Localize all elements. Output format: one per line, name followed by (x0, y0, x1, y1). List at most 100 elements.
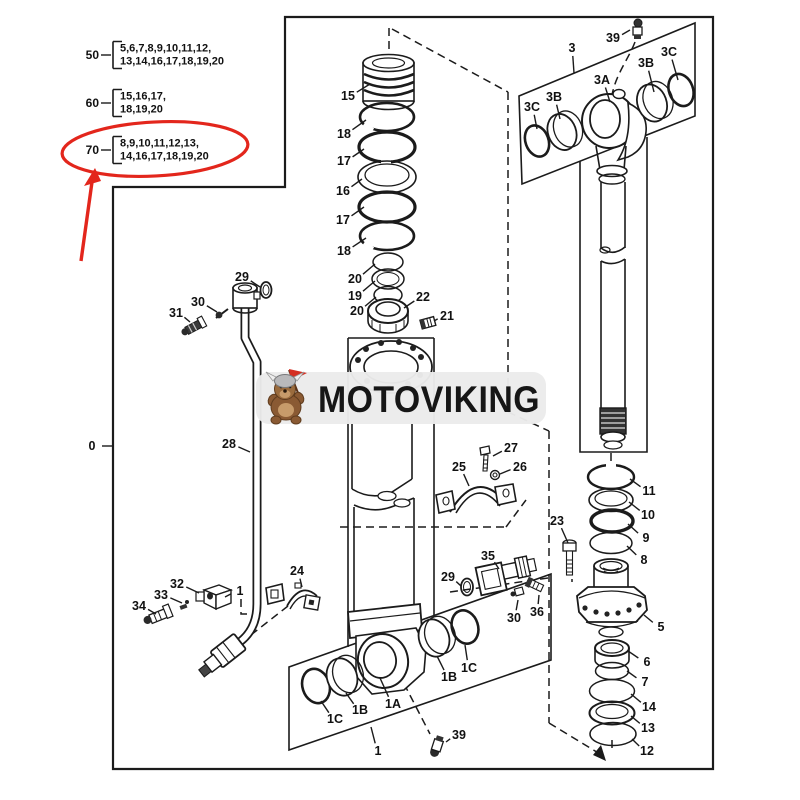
part-label-17: 17 (336, 213, 350, 227)
part-label-0: 0 (89, 439, 96, 453)
leader-line-8 (626, 545, 637, 556)
part-label-34: 34 (132, 599, 146, 613)
grease-fitting-31 (181, 315, 208, 336)
bushing-6 (594, 639, 630, 669)
seal-ring-17b (357, 190, 417, 224)
legend-row-60-line2: 18,19,20 (120, 104, 163, 116)
watermark-text: MOTOVIKING (318, 379, 540, 420)
ring-12 (589, 721, 637, 747)
leader-line-23 (560, 527, 569, 544)
part-label-1: 1 (237, 584, 244, 598)
leader-line-17 (351, 206, 365, 217)
part-label-5: 5 (658, 620, 665, 634)
leader-line-1 (370, 726, 376, 744)
part-label-20: 20 (348, 272, 362, 286)
part-label-3B: 3B (546, 90, 562, 104)
leader-line-20 (362, 263, 376, 275)
leader-line-13 (630, 715, 641, 724)
leader-line-21 (433, 318, 439, 322)
part-label-36: 36 (530, 605, 544, 619)
leader-line-17 (352, 148, 365, 158)
bushing-3b-left (546, 113, 578, 151)
leader-line-35 (493, 561, 500, 570)
highlight-arrow-head (84, 168, 101, 186)
clevis-rings (300, 609, 480, 705)
part-label-24: 24 (290, 564, 304, 578)
part-label-25: 25 (452, 460, 466, 474)
seal-ring-17a (357, 130, 417, 164)
part-label-7: 7 (642, 675, 649, 689)
piston-and-seal-stack (357, 53, 437, 334)
part-label-17: 17 (337, 154, 351, 168)
clamp-24-plate (265, 583, 285, 605)
part-label-33: 33 (154, 588, 168, 602)
part-label-26: 26 (513, 460, 527, 474)
watermark: MOTOVIKING (256, 369, 546, 425)
bolt-27 (479, 445, 491, 472)
leader-line-3 (572, 55, 575, 74)
leader-line-32 (185, 586, 200, 594)
ring-11 (586, 463, 636, 491)
leader-line-30 (206, 305, 218, 313)
part-label-1B: 1B (352, 703, 368, 717)
leader-line-1C (464, 644, 468, 661)
snap-ring-3c-right (667, 72, 695, 108)
legend-bracket (112, 135, 122, 165)
leader-line-5 (643, 614, 654, 623)
leader-line-12 (631, 738, 640, 747)
gland-and-seals-column (562, 463, 648, 747)
part-label-10: 10 (641, 508, 655, 522)
leader-line-3C (533, 114, 538, 130)
set-screw-21 (419, 315, 437, 330)
leader-line-3B (647, 70, 655, 93)
part-label-32: 32 (170, 577, 184, 591)
o-ring-29-top (259, 281, 273, 299)
part-label-19: 19 (348, 289, 362, 303)
leader-line-24 (299, 578, 303, 588)
seal-ring-18b (358, 220, 416, 252)
leader-line-3B (555, 104, 561, 120)
part-label-35: 35 (481, 549, 495, 563)
leader-line-28 (238, 446, 251, 453)
legend-row-70-line1: 8,9,10,11,12,13, (120, 138, 199, 150)
o-ring-29-mid (460, 577, 474, 597)
leader-line-22 (403, 300, 415, 309)
viking-dog-mascot-icon (265, 369, 307, 425)
part-label-6: 6 (644, 655, 651, 669)
wear-ring-16 (357, 160, 417, 194)
clamp-25-flange-left (435, 490, 456, 514)
part-label-9: 9 (643, 531, 650, 545)
leader-line-31 (183, 316, 191, 323)
leader-line-1B (345, 692, 355, 705)
highlight-arrow-shaft (79, 181, 94, 262)
o-ring-8 (589, 531, 633, 555)
leader-line-10 (628, 501, 641, 512)
bushing-1b-right (417, 618, 451, 658)
rod-assembly (523, 18, 695, 450)
o-ring-20a (372, 252, 404, 272)
part-label-23: 23 (550, 514, 564, 528)
grease-port-3a (612, 88, 626, 100)
nut-26 (489, 469, 501, 481)
highlight-ellipse (60, 120, 250, 178)
block-hole (207, 592, 213, 600)
part-label-14: 14 (642, 700, 656, 714)
part-label-22: 22 (416, 290, 430, 304)
part-label-3A: 3A (594, 73, 610, 87)
screw-36 (524, 576, 545, 593)
leader-line-20 (364, 296, 377, 307)
leader-line-7 (626, 670, 637, 679)
rod-threads (599, 407, 627, 435)
legend-row-50-line2: 13,14,16,17,18,19,20 (120, 56, 224, 68)
legend-row-70-line2: 14,16,17,18,19,20 (120, 151, 209, 163)
part-label-1C: 1C (461, 661, 477, 675)
part-label-3: 3 (569, 41, 576, 55)
leader-line-1C (320, 700, 330, 714)
clamp-24-group (265, 582, 321, 611)
fitting-block-32-group (143, 584, 233, 625)
part-33 (179, 600, 189, 610)
clamp-24-band (286, 589, 318, 607)
part-label-12: 12 (640, 744, 654, 758)
leader-line-29 (250, 280, 261, 288)
